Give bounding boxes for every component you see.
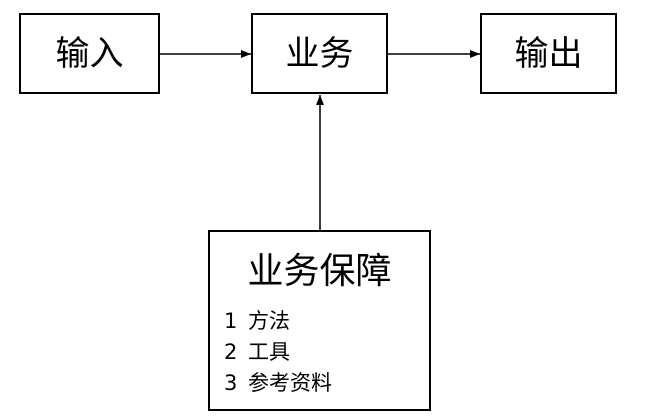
support-item-index: 2	[224, 340, 238, 364]
input-node-label: 输入	[55, 33, 124, 74]
output-node: 输出	[480, 13, 617, 94]
input-node: 输入	[19, 13, 160, 94]
support-list-item: 2 工具	[224, 337, 332, 368]
support-list: 1 方法 2 工具 3 参考资料	[224, 306, 332, 399]
business-support-node: 业务保障 1 方法 2 工具 3 参考资料	[208, 230, 431, 411]
output-node-label: 输出	[514, 33, 583, 74]
support-list-item: 1 方法	[224, 306, 332, 337]
support-item-text: 参考资料	[248, 371, 332, 395]
support-list-item: 3 参考资料	[224, 368, 332, 399]
support-item-index: 3	[224, 371, 238, 395]
support-item-text: 工具	[248, 340, 290, 364]
business-node: 业务	[251, 13, 388, 94]
business-support-title: 业务保障	[247, 251, 392, 292]
support-item-text: 方法	[248, 309, 290, 333]
support-item-index: 1	[224, 309, 238, 333]
business-node-label: 业务	[285, 33, 354, 74]
